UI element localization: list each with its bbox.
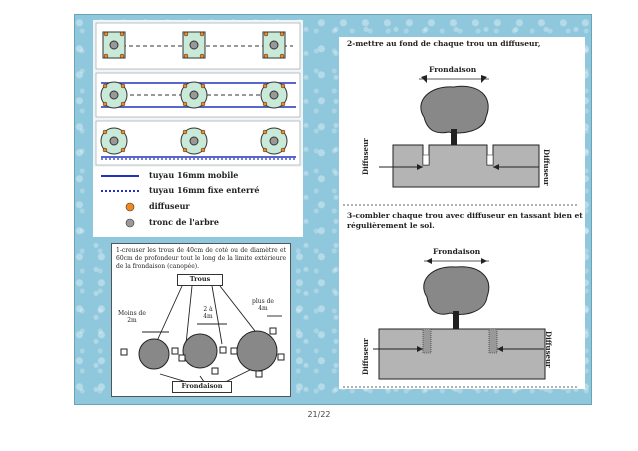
- step3-section: [373, 258, 546, 380]
- step2-canopy-label: Frondaison: [429, 65, 477, 74]
- plan-diagram: [95, 22, 301, 166]
- step1-canopy-label: Frondaison: [172, 381, 232, 393]
- plan-diagram-box: [93, 20, 303, 168]
- step2-diffuser-right: Diffuseur: [542, 149, 551, 186]
- step1-text: 1-creuser les trous de 40cm de coté ou d…: [116, 247, 286, 270]
- slide-panel: tuyau 16mm mobile tuyau 16mm fixe enterr…: [74, 14, 592, 405]
- less-2m-label: Moins de 2m: [118, 310, 146, 324]
- legend-diffuser: diffuseur: [149, 201, 190, 211]
- step3-diffuser-right: Diffuseur: [544, 331, 553, 368]
- step3-title: 3-combler chaque trou avec diffuseur en …: [347, 211, 583, 230]
- step2-section: [379, 75, 540, 188]
- step3-diffuser-left: Diffuseur: [361, 338, 370, 375]
- more-4m-label: plus de 4m: [251, 298, 274, 312]
- legend-symbols: [101, 175, 139, 228]
- diffuser-symbol: [125, 202, 135, 212]
- legend-mobile-pipe: tuyau 16mm mobile: [149, 170, 239, 180]
- plan-row-2: [95, 72, 301, 118]
- legend-box: tuyau 16mm mobile tuyau 16mm fixe enterr…: [93, 167, 303, 237]
- right-panel: 2-mettre au fond de chaque trou un diffu…: [339, 37, 585, 389]
- cross-sections: [343, 75, 579, 388]
- step3-canopy-label: Frondaison: [433, 247, 481, 256]
- holes-label: Trous: [177, 274, 223, 286]
- legend-buried-pipe: tuyau 16mm fixe enterré: [149, 185, 260, 195]
- step2-diffuser-left: Diffuseur: [361, 138, 370, 175]
- page-number: 21/22: [307, 410, 331, 419]
- legend-trunk: tronc de l'arbre: [149, 217, 219, 227]
- plan-row-3: [95, 120, 301, 166]
- step1-box: 1-creuser les trous de 40cm de coté ou d…: [111, 243, 291, 397]
- trunk-symbol: [125, 218, 135, 228]
- step2-title: 2-mettre au fond de chaque trou un diffu…: [347, 39, 541, 48]
- step1-diagram: [120, 285, 285, 387]
- two-to-4m-label: 2 à 4m: [203, 306, 213, 320]
- plan-row-1: [95, 22, 301, 70]
